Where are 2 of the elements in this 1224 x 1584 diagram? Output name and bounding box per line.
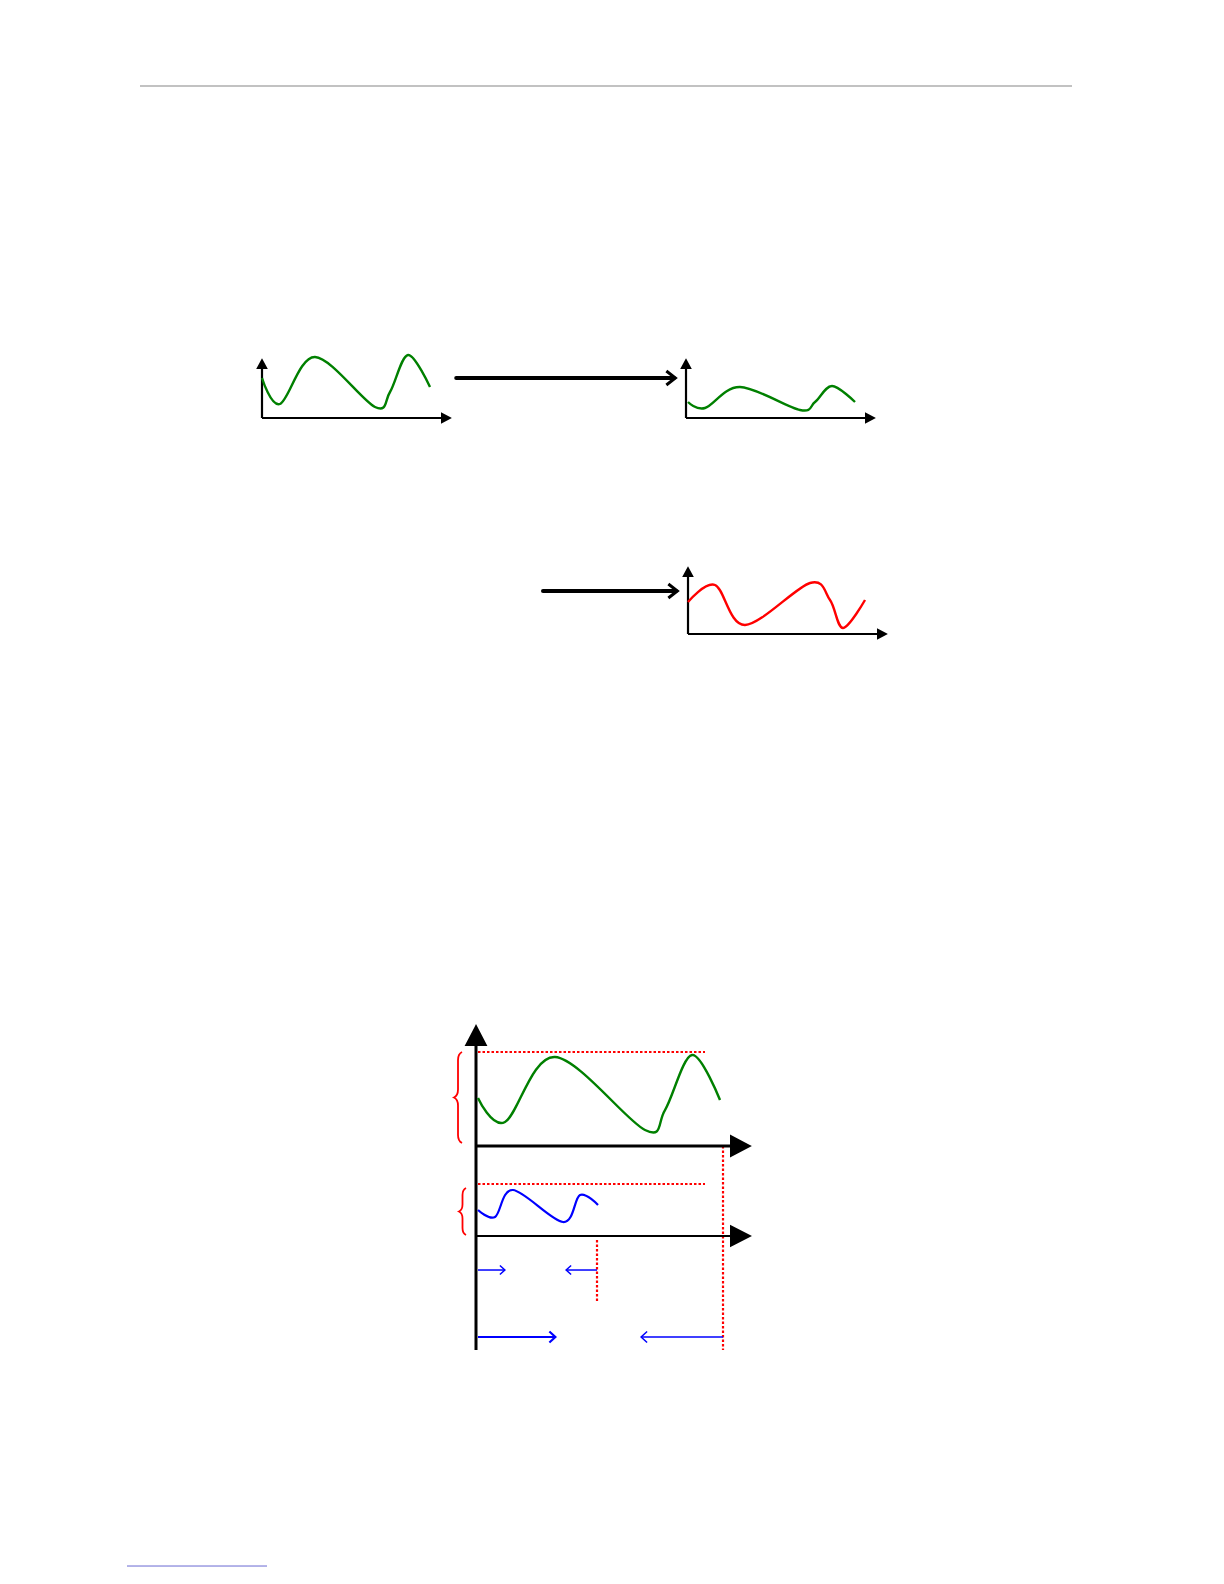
arrow [454, 369, 678, 387]
arrow [541, 582, 680, 600]
